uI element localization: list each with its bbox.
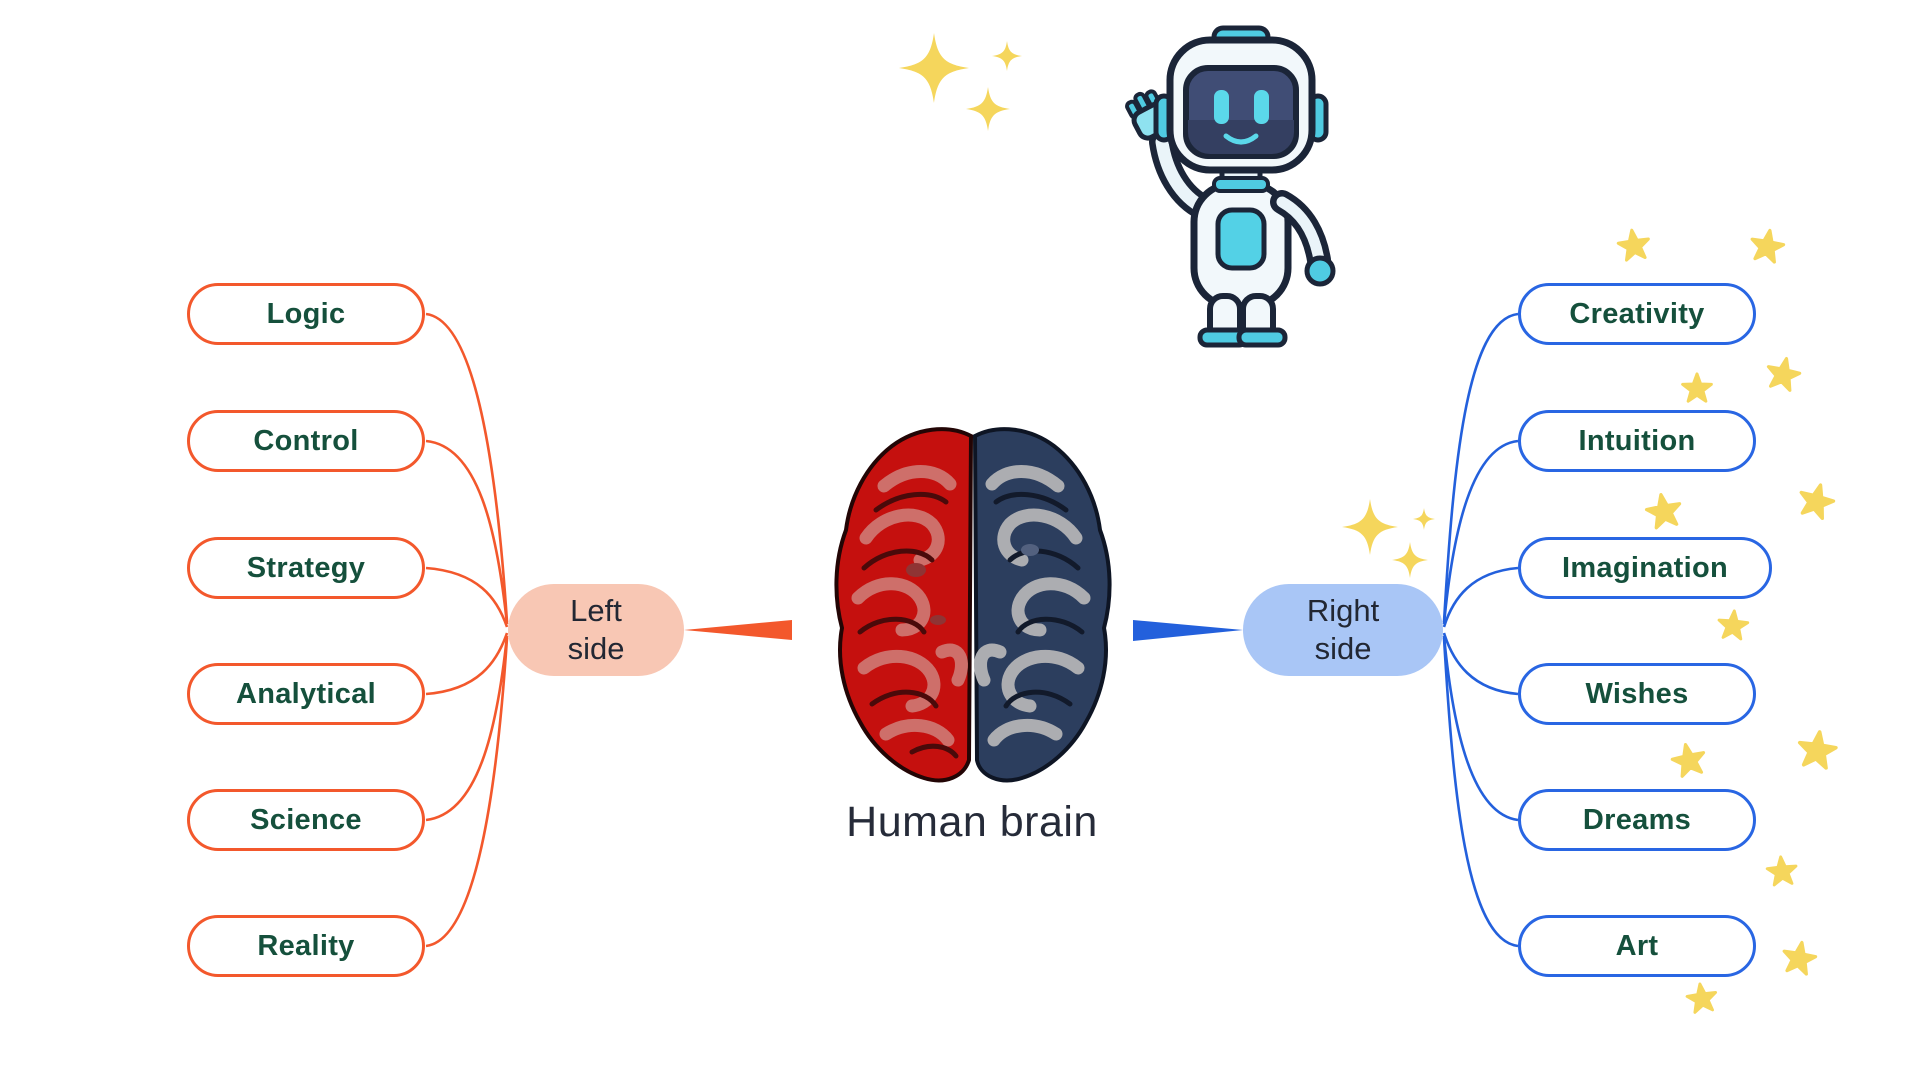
left-arrow-wedge [684, 620, 792, 640]
star-icon [1681, 372, 1713, 403]
node-label: Creativity [1569, 297, 1705, 330]
node-label: Wishes [1585, 677, 1689, 710]
star-icon [1779, 938, 1820, 977]
star-icon [1716, 608, 1751, 641]
right-branch-curves [1442, 312, 1519, 948]
node-label: Art [1615, 929, 1659, 962]
brain-right-hemisphere [972, 427, 1112, 783]
hub-label-line2: side [567, 631, 625, 666]
robot-head [1153, 25, 1329, 174]
star-icon [1764, 854, 1799, 887]
left-node-strategy[interactable]: Strategy [187, 537, 425, 599]
sparkle-icon [966, 87, 1010, 131]
node-label: Dreams [1582, 803, 1692, 836]
star-icon [1684, 980, 1720, 1015]
right-node-intuition[interactable]: Intuition [1518, 410, 1756, 472]
sparkle-icon [992, 41, 1022, 71]
right-node-art[interactable]: Art [1518, 915, 1756, 977]
star-icon [1668, 739, 1710, 780]
sparkle-cluster-top [899, 33, 1022, 131]
sparkle-icon [899, 33, 969, 103]
star-icon [1762, 353, 1804, 394]
hub-label-line1: Left [570, 593, 622, 629]
left-side-hub[interactable]: Left side [508, 584, 684, 676]
right-arrow-wedge [1133, 620, 1243, 641]
left-node-analytical[interactable]: Analytical [187, 663, 425, 725]
node-label: Intuition [1578, 424, 1696, 457]
right-node-imagination[interactable]: Imagination [1518, 537, 1772, 599]
left-node-reality[interactable]: Reality [187, 915, 425, 977]
robot-mascot-icon [1125, 25, 1336, 348]
robot-smile [1223, 133, 1259, 145]
right-node-dreams[interactable]: Dreams [1518, 789, 1756, 851]
sparkle-icon [1413, 508, 1435, 530]
node-label: Analytical [236, 677, 376, 710]
node-label: Control [253, 424, 359, 457]
star-icon [1794, 479, 1839, 522]
star-field [1615, 226, 1840, 1015]
sparkle-cluster-right-hub [1342, 499, 1435, 578]
hub-label-line2: side [1314, 631, 1372, 666]
brain-left-hemisphere [834, 427, 974, 783]
right-side-hub[interactable]: Right side [1243, 584, 1443, 676]
sparkle-icon [1342, 499, 1398, 555]
left-branch-curves [425, 312, 509, 948]
hub-label-line1: Right [1306, 593, 1380, 629]
robot-legs [1197, 293, 1288, 348]
robot-hanging-arm [1270, 190, 1336, 287]
right-node-creativity[interactable]: Creativity [1518, 283, 1756, 345]
sparkle-icon [1392, 542, 1428, 578]
star-icon [1642, 490, 1685, 531]
node-label: Strategy [246, 551, 366, 584]
left-node-control[interactable]: Control [187, 410, 425, 472]
left-node-logic[interactable]: Logic [187, 283, 425, 345]
robot-eye-right [1254, 90, 1269, 124]
center-caption: Human brain [846, 798, 1098, 846]
node-label: Imagination [1561, 551, 1729, 584]
star-icon [1615, 226, 1653, 263]
left-node-science[interactable]: Science [187, 789, 425, 851]
robot-eye-left [1214, 90, 1229, 124]
node-label: Reality [257, 929, 355, 962]
robot-chest-panel [1215, 207, 1267, 271]
right-node-wishes[interactable]: Wishes [1518, 663, 1756, 725]
star-icon [1747, 226, 1788, 265]
split-brain-icon [834, 427, 1112, 783]
node-label: Science [250, 803, 362, 836]
star-icon [1794, 727, 1840, 771]
node-label: Logic [266, 297, 346, 330]
